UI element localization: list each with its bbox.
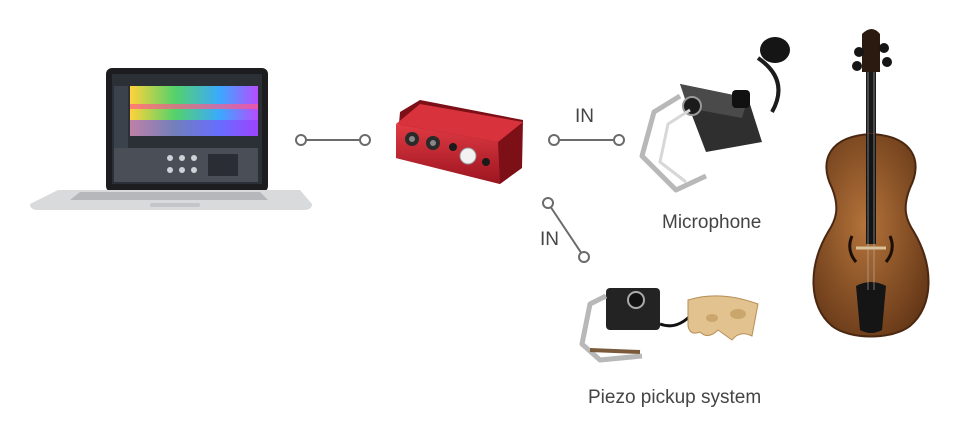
microphone-label: Microphone xyxy=(662,212,762,233)
laptop-icon xyxy=(30,68,312,210)
connector-interface-microphone xyxy=(548,134,625,146)
in-label-piezo: IN xyxy=(540,229,559,250)
in-label-microphone: IN xyxy=(575,106,594,127)
connector-laptop-interface xyxy=(295,134,371,146)
piezo-pickup-label: Piezo pickup system xyxy=(588,387,762,408)
clip-microphone-icon xyxy=(639,37,790,193)
connector-interface-piezo xyxy=(542,197,590,263)
piezo-pickup-icon xyxy=(579,288,759,363)
audio-interface-icon xyxy=(396,100,523,184)
violin-icon xyxy=(812,29,930,338)
